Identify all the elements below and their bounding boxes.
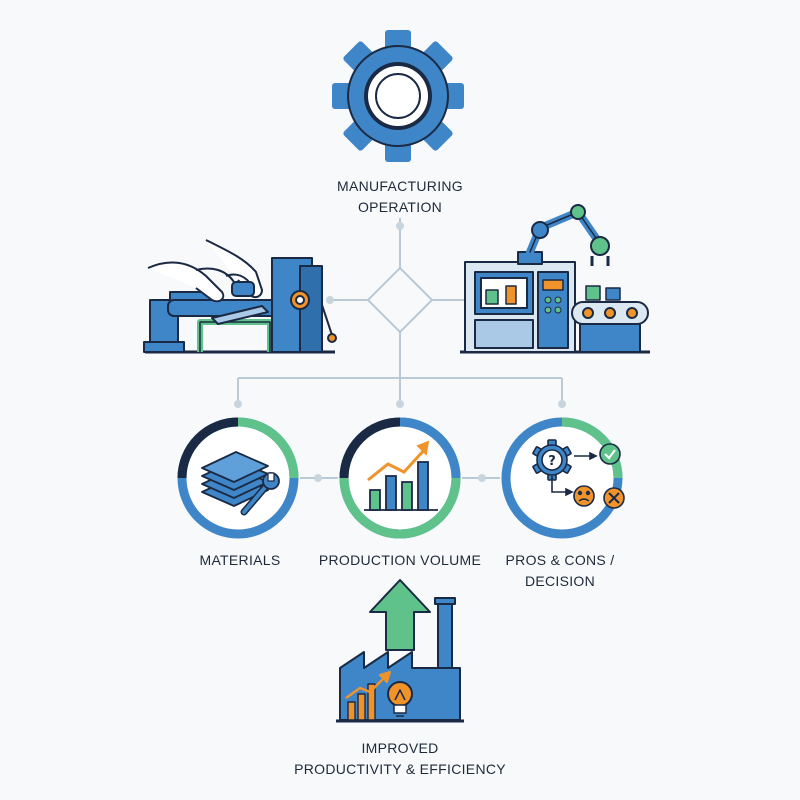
materials-label-text: MATERIALS (199, 552, 281, 568)
pros-cons-decision-label: PROS & CONS / DECISION (475, 550, 645, 592)
production-volume-label: PRODUCTION VOLUME (310, 550, 490, 571)
pros-cons-line1: PROS & CONS / (505, 552, 615, 568)
connector-dot (396, 222, 404, 230)
materials-ring (177, 417, 299, 539)
svg-text:?: ? (548, 454, 556, 469)
production-volume-ring (339, 417, 461, 539)
gear-icon (332, 30, 464, 162)
improved-productivity-label: IMPROVED PRODUCTIVITY & EFFICIENCY (250, 738, 550, 780)
pros-cons-ring: ? (501, 417, 625, 539)
manual-lathe-icon (143, 239, 337, 354)
factory-growth-icon (336, 579, 464, 723)
decision-flow-icon: ? (532, 439, 625, 509)
robotic-assembly-line-icon (460, 204, 650, 354)
connector-dot (326, 296, 334, 304)
bar-chart-growth-icon (364, 440, 438, 511)
connector-upper-split (330, 266, 470, 301)
connector-dot (396, 400, 404, 408)
connector-dot (558, 400, 566, 408)
production-volume-label-text: PRODUCTION VOLUME (318, 552, 482, 568)
connectors (237, 218, 563, 479)
manufacturing-operation-line2: OPERATION (357, 199, 443, 215)
improved-productivity-line1: IMPROVED (361, 740, 439, 756)
pros-cons-line2: DECISION (524, 573, 596, 589)
connector-dot (234, 400, 242, 408)
connector-dot (314, 474, 322, 482)
manufacturing-operation-line1: MANUFACTURING (336, 178, 463, 194)
materials-label: MATERIALS (160, 550, 320, 571)
material-sheets-wrench-icon (201, 451, 280, 516)
manufacturing-operation-label: MANUFACTURING OPERATION (300, 176, 500, 218)
improved-productivity-line2: PRODUCTIVITY & EFFICIENCY (294, 761, 506, 777)
connector-dot (478, 474, 486, 482)
connector-lower-split (367, 299, 433, 334)
